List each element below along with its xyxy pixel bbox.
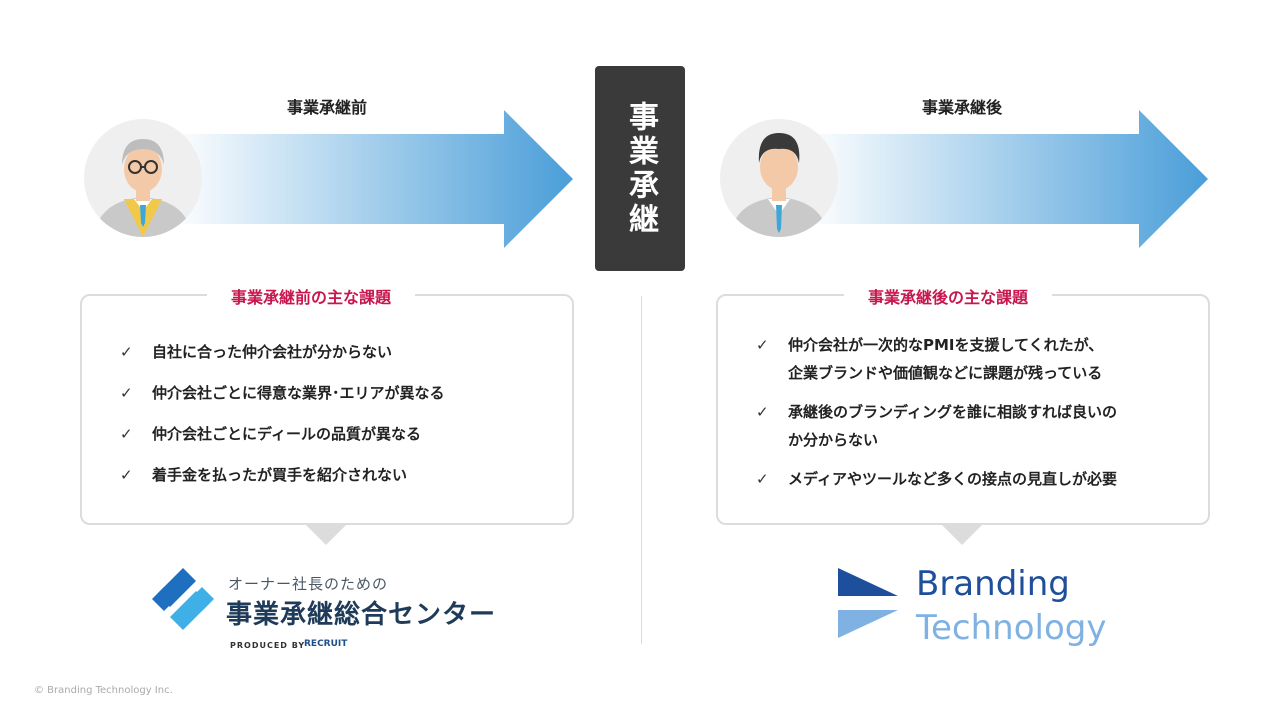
branding-technology-mark-icon	[838, 568, 898, 638]
before-pointer	[304, 523, 348, 545]
center-label: 事業承継	[623, 100, 658, 237]
after-arrow	[805, 110, 1208, 248]
check-icon: ✓	[120, 343, 133, 361]
branding-logo-line2: Technology	[916, 608, 1107, 648]
senior-owner-avatar	[84, 119, 202, 237]
list-item: ✓ 仲介会社ごとに得意な業界･エリアが異なる	[120, 379, 550, 407]
left-logo-subtitle: オーナー社長のための	[228, 575, 389, 593]
left-logo-title: 事業承継総合センター	[226, 600, 497, 630]
before-arrow	[170, 110, 573, 248]
branding-logo-line1: Branding	[916, 564, 1070, 604]
senior-man-icon	[94, 139, 192, 237]
list-item: ✓ 着手金を払ったが買手を紹介されない	[120, 461, 550, 489]
successor-avatar	[720, 119, 838, 237]
produced-by-label: PRODUCED BY	[230, 641, 306, 650]
list-item: ✓ 仲介会社ごとにディールの品質が異なる	[120, 420, 550, 448]
list-item: ✓ 仲介会社が一次的なPMIを支援してくれたが、 企業ブランドや価値観などに課題…	[756, 331, 1196, 387]
check-icon: ✓	[756, 336, 769, 354]
recruit-logo: RECRUIT	[304, 639, 348, 649]
center-divider	[641, 296, 642, 644]
after-issues-title: 事業承継後の主な課題	[844, 284, 1053, 308]
before-issues-list: ✓ 自社に合った仲介会社が分からない ✓ 仲介会社ごとに得意な業界･エリアが異な…	[120, 338, 550, 489]
copyright: © Branding Technology Inc.	[34, 685, 173, 696]
young-man-icon	[730, 133, 828, 237]
list-item: ✓ 自社に合った仲介会社が分からない	[120, 338, 550, 366]
check-icon: ✓	[756, 403, 769, 421]
check-icon: ✓	[120, 425, 133, 443]
after-issues-list: ✓ 仲介会社が一次的なPMIを支援してくれたが、 企業ブランドや価値観などに課題…	[756, 331, 1196, 493]
after-label: 事業承継後	[921, 98, 1002, 117]
center-logo-mark-icon	[152, 568, 214, 630]
check-icon: ✓	[120, 466, 133, 484]
center-label-box: 事業承継	[595, 66, 685, 271]
check-icon: ✓	[120, 384, 133, 402]
list-item: ✓ メディアやツールなど多くの接点の見直しが必要	[756, 465, 1196, 493]
list-item: ✓ 承継後のブランディングを誰に相談すれば良いの か分からない	[756, 398, 1196, 454]
before-label: 事業承継前	[286, 98, 367, 117]
check-icon: ✓	[756, 470, 769, 488]
before-issues-title: 事業承継前の主な課題	[207, 284, 416, 308]
after-pointer	[940, 523, 984, 545]
